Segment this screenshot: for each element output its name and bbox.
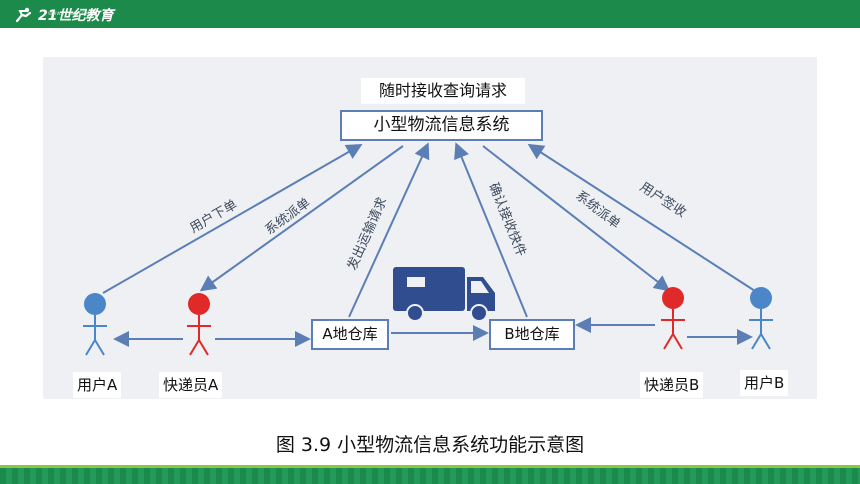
user-b-label: 用户B — [740, 370, 789, 396]
logo-subtext: WWW.21CNJY.COM — [48, 11, 90, 16]
user-a-figure — [83, 293, 107, 356]
edge-label-dispatch-b: 系统派单 — [573, 188, 623, 232]
logo-text: 21世纪教育 — [38, 8, 114, 24]
edge-dispatch-b — [482, 145, 671, 292]
user-b-figure — [749, 287, 773, 350]
diagram-connections: 用户下单 系统派单 发出运输请求 确认接收快件 系统派单 用户签收 — [83, 142, 773, 356]
courier-a-label: 快递员A — [159, 372, 223, 398]
courier-b-label: 快递员B — [640, 372, 704, 398]
logo: 21世纪教育 — [14, 5, 113, 25]
edge-user-order — [102, 144, 363, 294]
edge-dispatch-a — [199, 145, 404, 292]
system-box: 小型物流信息系统 — [340, 110, 543, 141]
courier-a-figure — [187, 293, 211, 356]
edge-label-confirm-receipt: 确认接收快件 — [485, 181, 529, 259]
query-label: 随时接收查询请求 — [361, 78, 525, 104]
edge-label-user-sign: 用户签收 — [637, 179, 689, 221]
figure-caption: 图 3.9 小型物流信息系统功能示意图 — [275, 434, 585, 456]
courier-b-figure — [661, 287, 685, 350]
edge-label-dispatch-a: 系统派单 — [263, 196, 314, 239]
user-a-label: 用户A — [73, 372, 122, 398]
logistics-diagram: 用户下单 系统派单 发出运输请求 确认接收快件 系统派单 用户签收 — [43, 57, 817, 399]
top-banner: 21世纪教育 WWW.21CNJY.COM — [0, 0, 860, 28]
edge-ship-request — [348, 142, 430, 318]
edge-user-sign — [527, 143, 756, 292]
bottom-banner — [0, 468, 860, 484]
warehouse-a-box: A地仓库 — [311, 319, 389, 350]
runner-logo-icon — [15, 7, 32, 23]
warehouse-b-box: B地仓库 — [489, 319, 575, 350]
edge-label-ship-request: 发出运输请求 — [344, 195, 390, 273]
delivery-truck-icon — [393, 267, 495, 322]
bottom-accent-line — [0, 465, 860, 468]
edge-confirm-receipt — [454, 142, 528, 318]
